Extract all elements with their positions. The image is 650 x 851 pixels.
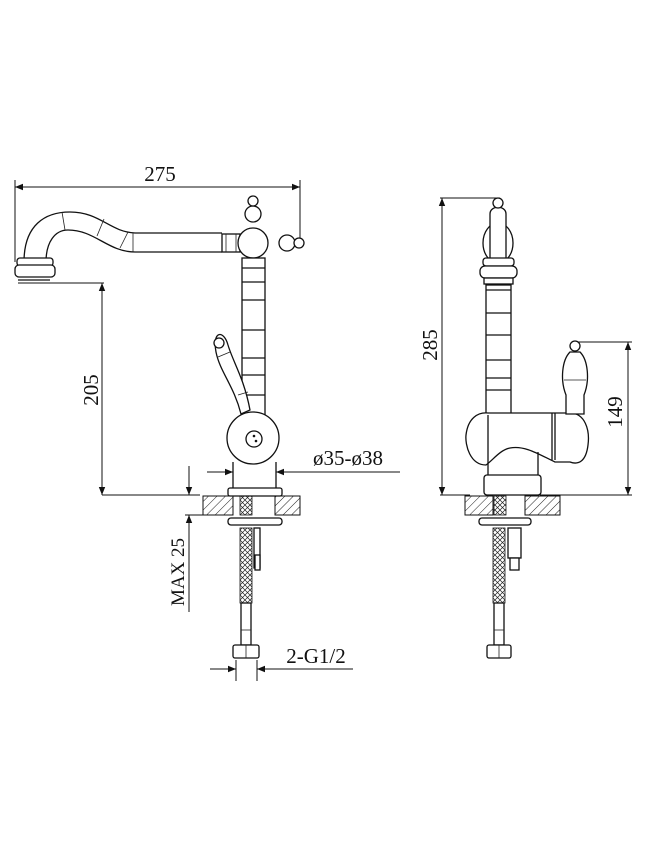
front-view: 285 — [418, 197, 632, 659]
dimension-counter-thickness-label: MAX 25 — [168, 538, 189, 606]
dimension-spout-height-label: 205 — [79, 374, 103, 406]
dimension-overall-height-label: 285 — [418, 329, 442, 361]
column — [241, 257, 266, 429]
cartridge-disc — [226, 411, 283, 497]
dimension-connection: 2-G1/2 — [210, 644, 353, 681]
front-supply-hose — [486, 527, 522, 659]
side-view: 275 — [14, 162, 400, 681]
lever-handle — [213, 333, 251, 415]
top-knob — [237, 195, 305, 259]
front-countertop-section — [464, 495, 561, 526]
supply-hose — [232, 527, 261, 659]
front-lever-handle — [561, 340, 589, 415]
dimension-overall-height: 285 — [418, 197, 500, 496]
dimension-mounting-hole-label: ø35-ø38 — [313, 446, 383, 470]
front-column — [485, 284, 512, 416]
dimension-spout-height: 205 — [18, 282, 200, 496]
dimension-reach-label: 275 — [144, 162, 176, 186]
dimension-reach: 275 — [14, 162, 301, 262]
dimension-counter-thickness: MAX 25 — [168, 466, 205, 612]
countertop-section — [202, 495, 301, 526]
dimension-mounting-hole: ø35-ø38 — [207, 446, 400, 476]
dimension-connection-label: 2-G1/2 — [286, 644, 346, 668]
dimension-handle-height: 149 — [540, 341, 632, 496]
mixer-body — [465, 412, 590, 496]
spout — [14, 211, 241, 281]
dimension-handle-height-label: 149 — [603, 396, 627, 428]
spout-top — [479, 197, 518, 285]
